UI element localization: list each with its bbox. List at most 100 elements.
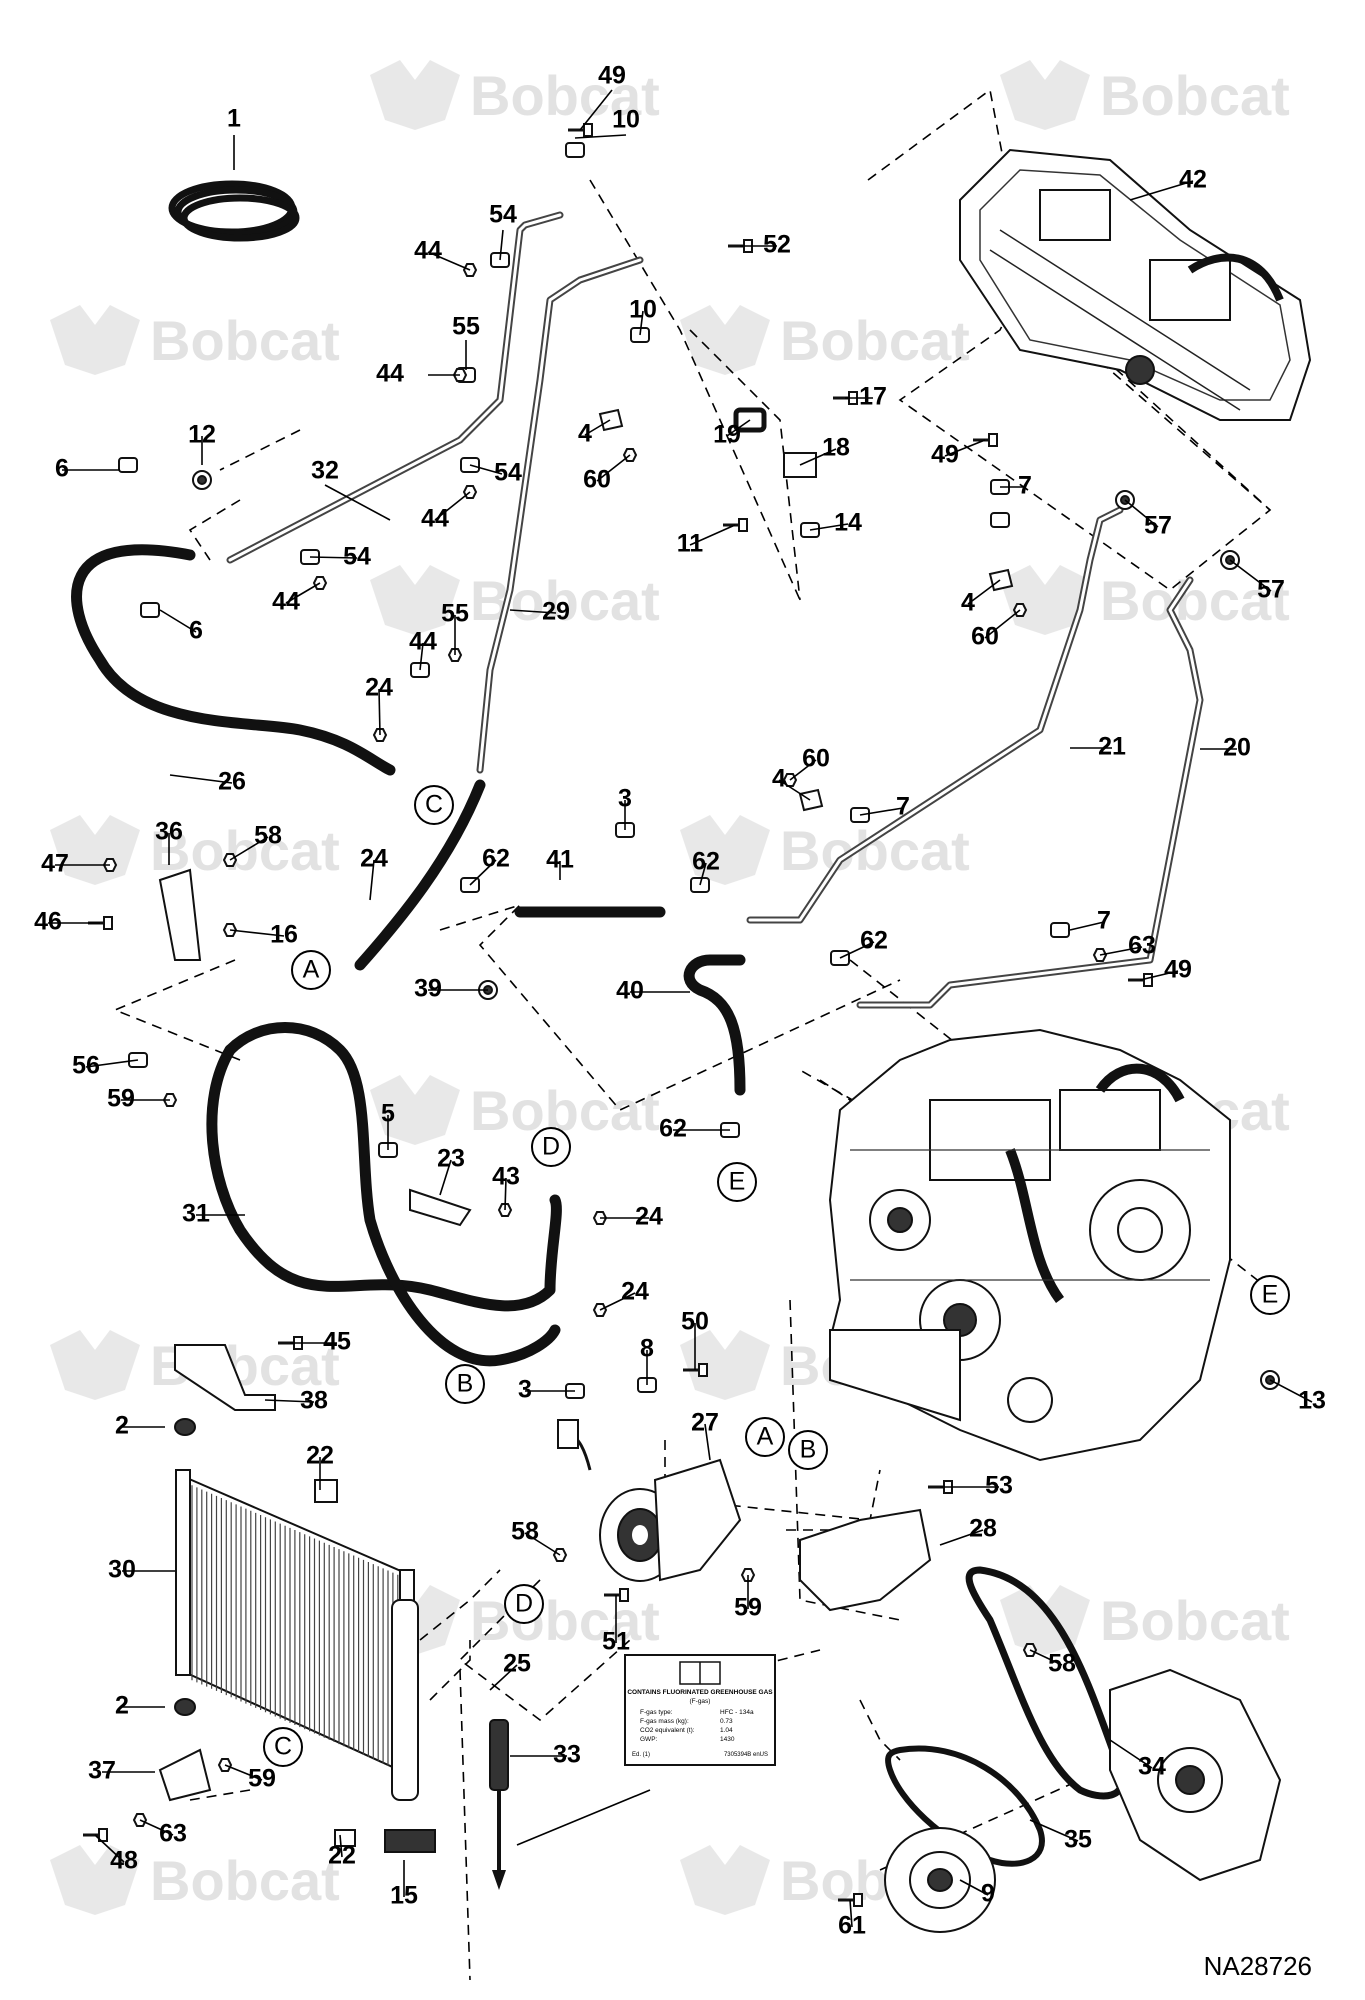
connector-letter: B xyxy=(800,1436,817,1464)
watermark-text: Bobcat xyxy=(470,1079,660,1142)
callout-number: 44 xyxy=(421,505,449,533)
connector-letter: E xyxy=(729,1168,746,1196)
callout-number: 26 xyxy=(218,768,246,796)
callout-number: 3 xyxy=(518,1376,532,1404)
callout-number: 51 xyxy=(602,1628,630,1656)
decal-row-value: HFC - 134a xyxy=(720,1709,754,1716)
callout-number: 54 xyxy=(494,459,522,487)
callout-number: 36 xyxy=(155,818,183,846)
bolt-head-icon xyxy=(738,518,748,532)
callout-number: 43 xyxy=(492,1163,520,1191)
part-42-hvac-unit xyxy=(959,148,1312,421)
bobcat-logo-icon xyxy=(50,305,140,375)
bobcat-logo-icon xyxy=(370,1075,460,1145)
decal-row-value: 1430 xyxy=(720,1736,735,1743)
connector-letter: B xyxy=(457,1370,474,1398)
callout-number: 16 xyxy=(270,921,298,949)
callout-number: 58 xyxy=(511,1518,539,1546)
callout-number: 63 xyxy=(1128,932,1156,960)
figure-id: NA28726 xyxy=(1204,1951,1312,1981)
callout-number: 45 xyxy=(323,1328,351,1356)
callout-number: 62 xyxy=(659,1115,687,1143)
watermark-text: Bobcat xyxy=(1100,569,1290,632)
callout-number: 44 xyxy=(409,628,437,656)
bobcat-logo-icon xyxy=(1000,60,1090,130)
callout-number: 23 xyxy=(437,1145,465,1173)
bolt-head-icon xyxy=(98,1828,108,1842)
decal-row-value: 0.73 xyxy=(720,1718,733,1725)
connector-letter: D xyxy=(542,1133,560,1161)
callout-number: 34 xyxy=(1138,1753,1166,1781)
bobcat-logo-icon xyxy=(50,815,140,885)
watermark-text: Bobcat xyxy=(150,309,340,372)
callout-number: 30 xyxy=(108,1556,136,1584)
callout-number: 33 xyxy=(553,1741,581,1769)
callout-number: 19 xyxy=(713,421,741,449)
decal-footer-left: Ed. (1) xyxy=(632,1752,650,1758)
watermark-text: Bobcat xyxy=(1100,64,1290,127)
clip-icon xyxy=(118,457,138,473)
part-25-fgas-decal: CONTAINS FLUORINATED GREENHOUSE GAS (F-g… xyxy=(624,1654,776,1766)
callout-number: 24 xyxy=(635,1203,663,1231)
callout-number: 10 xyxy=(612,106,640,134)
callout-number: 21 xyxy=(1098,733,1126,761)
valve-core-icon xyxy=(197,475,207,485)
flexible-hoses xyxy=(71,544,746,1367)
callout-number: 49 xyxy=(598,62,626,90)
callout-number: 52 xyxy=(763,231,791,259)
connector-circle xyxy=(291,950,331,990)
callout-number: 32 xyxy=(311,457,339,485)
callout-number: 31 xyxy=(182,1200,210,1228)
callout-number: 24 xyxy=(365,674,393,702)
plate-icon xyxy=(988,568,1014,592)
callout-number: 60 xyxy=(583,466,611,494)
callout-number: 61 xyxy=(838,1912,866,1940)
part-27-compressor xyxy=(557,1419,742,1582)
callout-number: 39 xyxy=(414,975,442,1003)
callout-number: 27 xyxy=(691,1409,719,1437)
callout-number: 55 xyxy=(452,313,480,341)
callout-number: 38 xyxy=(300,1387,328,1415)
callout-number: 41 xyxy=(546,846,574,874)
callout-number: 42 xyxy=(1179,166,1207,194)
mounting-brackets xyxy=(158,868,932,1847)
bolt-head-icon xyxy=(853,1893,863,1907)
clip-icon xyxy=(140,602,160,618)
callout-number: 17 xyxy=(859,383,887,411)
connector-circle xyxy=(788,1430,828,1470)
dashed-assembly-lines xyxy=(112,88,1272,1981)
callout-number: 54 xyxy=(343,543,371,571)
callout-number: 9 xyxy=(981,1880,995,1908)
callout-number: 49 xyxy=(1164,956,1192,984)
callout-number: 13 xyxy=(1298,1387,1326,1415)
callout-number: 29 xyxy=(542,598,570,626)
bolt-head-icon xyxy=(1143,973,1153,987)
decal-row-value: 1.04 xyxy=(720,1727,733,1734)
callout-number: 54 xyxy=(489,201,517,229)
callout-number: 59 xyxy=(734,1594,762,1622)
callout-number: 44 xyxy=(414,237,442,265)
callout-number: 24 xyxy=(360,845,388,873)
bobcat-logo-icon xyxy=(680,815,770,885)
callout-number: 8 xyxy=(640,1335,654,1363)
decal-row-label: F-gas type: xyxy=(640,1709,673,1716)
connector-circle xyxy=(445,1364,485,1404)
callout-number: 50 xyxy=(681,1308,709,1336)
callout-number: 57 xyxy=(1144,512,1172,540)
decal-row-label: GWP: xyxy=(640,1736,658,1743)
callout-number: 37 xyxy=(88,1757,116,1785)
callout-number: 22 xyxy=(306,1442,334,1470)
clip-icon xyxy=(1050,922,1070,938)
belts-and-pulleys xyxy=(884,1566,1282,1933)
callout-number: 59 xyxy=(248,1765,276,1793)
callout-number: 59 xyxy=(107,1085,135,1113)
callout-number: 47 xyxy=(41,850,69,878)
connector-letter: E xyxy=(1262,1281,1279,1309)
connector-letter: C xyxy=(425,791,443,819)
bolt-head-icon xyxy=(583,123,593,137)
bobcat-logo-icon xyxy=(370,60,460,130)
bobcat-logo-icon xyxy=(50,1845,140,1915)
callout-number: 24 xyxy=(621,1278,649,1306)
callout-number: 48 xyxy=(110,1847,138,1875)
